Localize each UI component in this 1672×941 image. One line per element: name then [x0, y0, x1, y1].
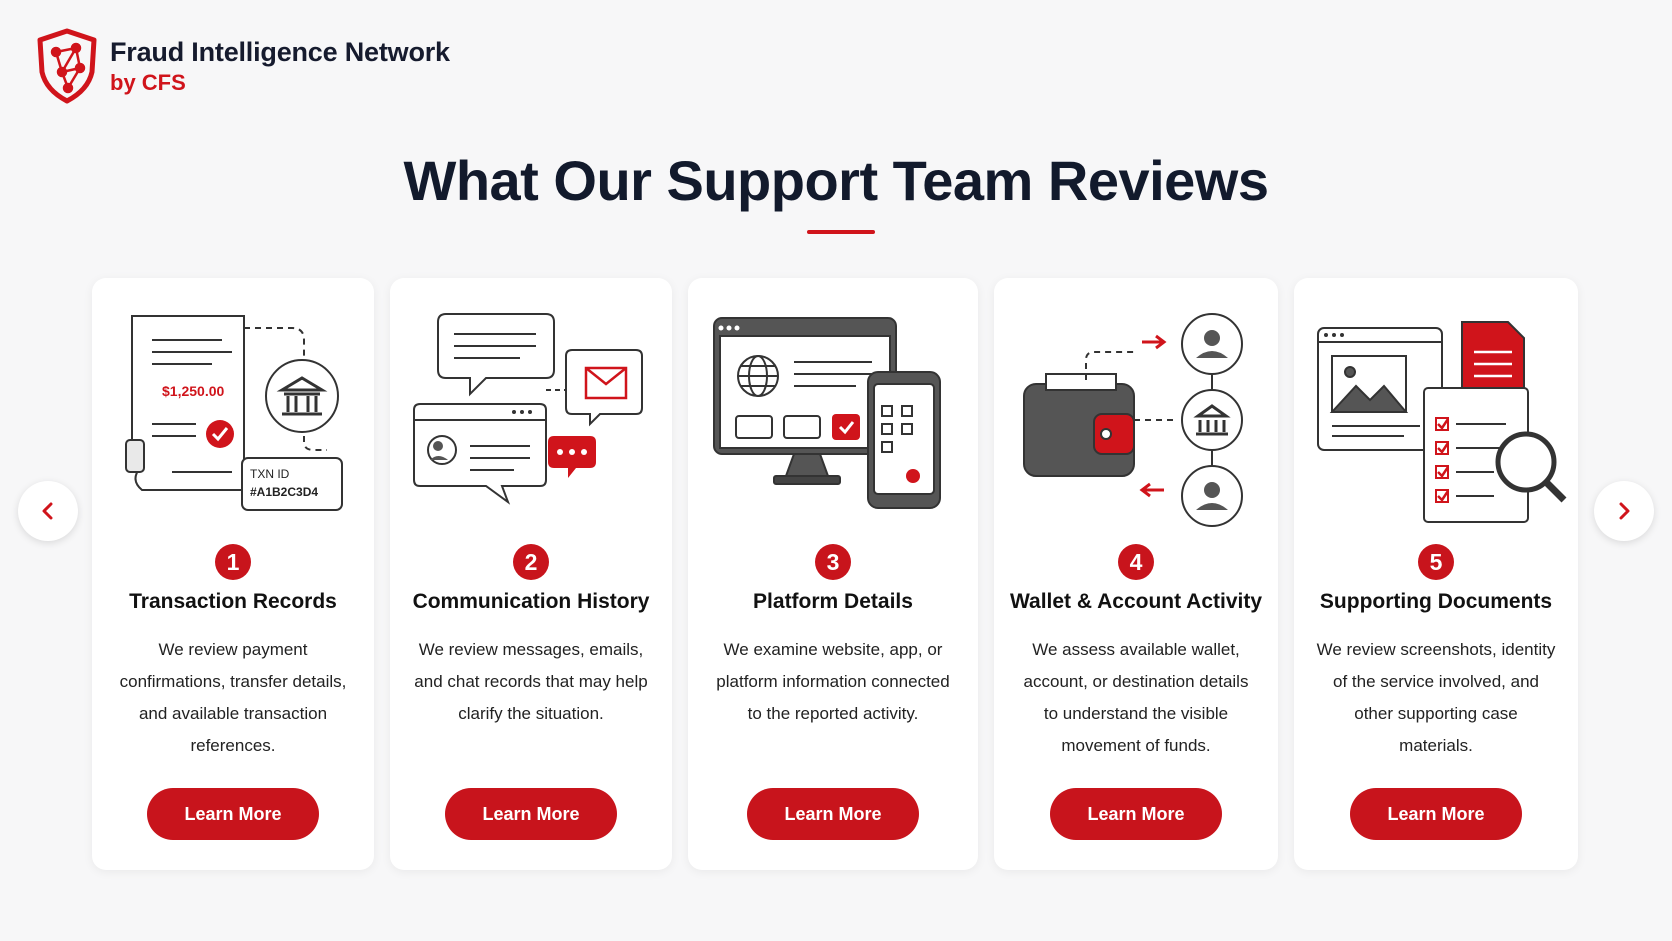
carousel-prev-button[interactable]	[18, 481, 78, 541]
review-card-transaction-records: $1,250.00 TXN ID #A1B2C3D4 1 Transaction…	[92, 278, 374, 870]
card-description: We review screenshots, identity of the s…	[1316, 640, 1556, 755]
card-title: Transaction Records	[129, 590, 337, 613]
step-number-badge: 5	[1418, 544, 1454, 580]
chevron-left-icon	[42, 502, 53, 520]
brand-title: Fraud Intelligence Network	[110, 37, 450, 67]
learn-more-button[interactable]: Learn More	[445, 788, 617, 840]
review-card-platform-details: 3 Platform Details We examine website, a…	[688, 278, 978, 870]
learn-more-button[interactable]: Learn More	[1350, 788, 1522, 840]
card-description: We examine website, app, or platform inf…	[716, 640, 950, 723]
step-number-badge: 4	[1118, 544, 1154, 580]
chevron-right-icon	[1619, 502, 1630, 520]
monitor-phone-illustration	[688, 300, 978, 540]
documents-magnifier-illustration	[1294, 300, 1578, 540]
card-title: Supporting Documents	[1319, 590, 1553, 613]
txn-label: TXN ID	[250, 467, 290, 481]
review-card-wallet-account-activity: 4 Wallet & Account Activity We assess av…	[994, 278, 1278, 870]
step-number-badge: 3	[815, 544, 851, 580]
card-description: We assess available wallet, account, or …	[1023, 640, 1249, 755]
page-title: What Our Support Team Reviews	[403, 149, 1269, 212]
card-description: We review messages, emails, and chat rec…	[414, 640, 648, 723]
step-number-badge: 2	[513, 544, 549, 580]
card-title: Platform Details	[753, 590, 913, 613]
learn-more-button[interactable]: Learn More	[147, 788, 319, 840]
wallet-flow-illustration	[994, 300, 1278, 540]
carousel-next-button[interactable]	[1594, 481, 1654, 541]
receipt-bank-illustration: $1,250.00 TXN ID #A1B2C3D4	[92, 300, 374, 540]
card-description: We review payment confirmations, transfe…	[119, 640, 347, 755]
learn-more-button[interactable]: Learn More	[747, 788, 919, 840]
learn-more-button[interactable]: Learn More	[1050, 788, 1222, 840]
shield-network-icon	[37, 28, 97, 104]
brand-logo[interactable]: Fraud Intelligence Network by CFS	[34, 28, 450, 104]
review-card-supporting-documents: 5 Supporting Documents We review screens…	[1294, 278, 1578, 870]
card-title: Communication History	[412, 590, 650, 613]
review-card-communication-history: 2 Communication History We review messag…	[390, 278, 672, 870]
brand-subtitle: by CFS	[110, 70, 186, 95]
chat-email-illustration	[390, 300, 672, 540]
title-underline	[807, 230, 875, 234]
step-number-badge: 1	[215, 544, 251, 580]
txn-id: #A1B2C3D4	[250, 485, 318, 499]
receipt-amount: $1,250.00	[162, 383, 224, 399]
card-title: Wallet & Account Activity	[1009, 590, 1263, 613]
